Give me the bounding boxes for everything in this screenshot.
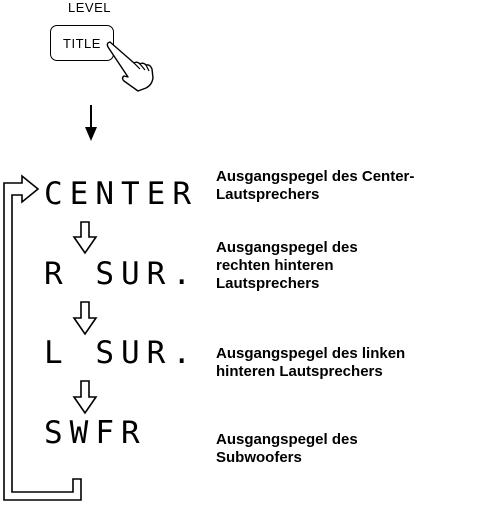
level-label: LEVEL [68,0,111,15]
description-line: Lautsprechers [216,275,320,292]
display-r-sur: R SUR. [44,256,198,292]
hollow-down-arrow-icon [72,380,98,415]
loop-back-arrow-icon [3,174,82,501]
title-button-label: TITLE [63,35,101,51]
description-r-sur: Ausgangspegel des rechten hinteren Lauts… [216,239,478,293]
description-swfr: Ausgangspegel des Subwoofers [216,431,478,467]
description-line: hinteren Lautsprechers [216,363,383,380]
title-button[interactable]: TITLE [50,25,114,61]
down-arrow-icon [85,105,97,141]
hollow-down-arrow-icon [72,221,98,255]
display-swfr: SWFR [44,415,147,451]
display-l-sur: L SUR. [44,335,198,371]
description-line: Ausgangspegel des [216,239,358,256]
hollow-down-arrow-icon [72,301,98,336]
description-center: Ausgangspegel des Center- Lautsprechers [216,168,478,204]
description-line: Subwoofers [216,449,302,466]
description-line: Lautsprechers [216,186,320,203]
description-l-sur: Ausgangspegel des linken hinteren Lautsp… [216,345,478,381]
display-center: CENTER [44,176,198,212]
flow-arrows [3,174,98,501]
description-line: Ausgangspegel des [216,431,358,448]
description-line: rechten hinteren [216,257,334,274]
description-line: Ausgangspegel des Center- [216,168,415,185]
description-line: Ausgangspegel des linken [216,345,406,362]
pointing-hand-icon [106,41,154,92]
